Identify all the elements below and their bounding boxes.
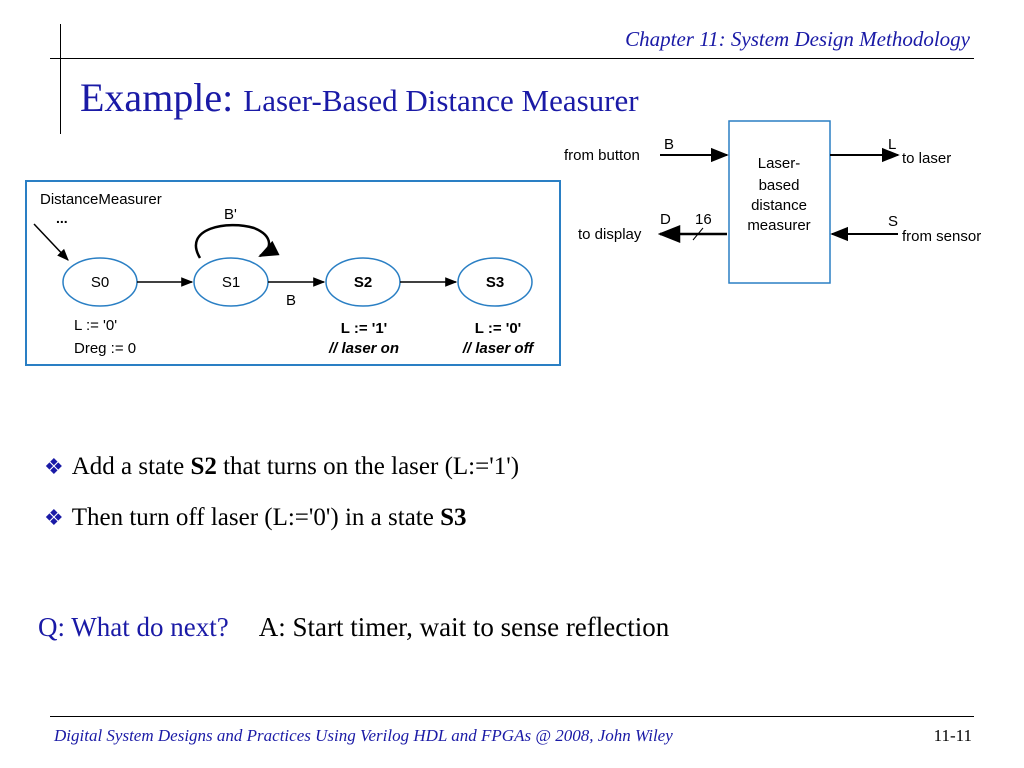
fsm-name: DistanceMeasurer [40, 191, 162, 208]
output-d-bus-tick [692, 227, 704, 241]
diamond-bullet-icon: ❖ [44, 454, 64, 479]
fsm-ellipsis: ... [56, 210, 68, 226]
bullet-item-2: ❖ Then turn off laser (L:='0') in a state… [44, 504, 467, 532]
s3-action-1: L := '0' [475, 320, 521, 337]
state-s0-label: S0 [91, 274, 109, 291]
header-rule [50, 58, 974, 59]
bullet-1-post: that turns on the laser (L:='1') [216, 453, 520, 480]
fsm-diagram: DistanceMeasurer ... S0 S1 S2 S3 B B' L … [25, 180, 561, 366]
state-s3 [457, 257, 533, 307]
self-loop-s1 [194, 223, 280, 259]
diamond-bullet-icon: ❖ [44, 505, 64, 530]
footer-rule [50, 716, 974, 717]
self-loop-label: B' [224, 206, 237, 223]
left-vertical-rule [60, 24, 61, 134]
bullet-1-bold: S2 [190, 453, 217, 480]
bullet-item-1: ❖ Add a state S2 that turns on the laser … [44, 453, 519, 481]
page-title: Example: Laser-Based Distance Measurer [80, 74, 639, 121]
bullet-2-pre: Then turn off laser (L:='0') in a state [71, 504, 441, 531]
question-text: Q: What do next? [38, 612, 229, 642]
box-label-line-2: based [759, 177, 800, 194]
output-d-port: D [660, 211, 671, 228]
bullet-2-bold: S3 [440, 504, 467, 531]
transition-b-label: B [286, 292, 296, 309]
input-b-port: B [664, 136, 674, 153]
title-sub: Laser-Based Distance Measurer [243, 83, 639, 118]
input-b-label: from button [564, 147, 640, 164]
page-number: 11-11 [933, 726, 972, 745]
box-label-line-3: distance [751, 197, 807, 214]
state-s3-label: S3 [486, 274, 504, 291]
output-l-port: L [888, 136, 896, 153]
answer-text: A: Start timer, wait to sense reflection [258, 612, 670, 642]
s0-action-1: L := '0' [74, 317, 117, 334]
input-s-label: from sensor [902, 228, 981, 245]
question-answer: Q: What do next? A: Start timer, wait to … [38, 612, 669, 643]
input-s-port: S [888, 213, 898, 230]
s2-action-2: // laser on [328, 340, 399, 357]
s0-action-2: Dreg := 0 [74, 340, 136, 357]
block-diagram: Laser- based distance measurer B from bu… [564, 120, 981, 284]
output-l-label: to laser [902, 150, 951, 167]
box-label-line-4: measurer [747, 217, 810, 234]
s3-action-2: // laser off [462, 340, 536, 357]
footer-citation: Digital System Designs and Practices Usi… [54, 726, 673, 745]
s2-action-1: L := '1' [341, 320, 387, 337]
title-main: Example: [80, 75, 244, 120]
bullet-1-pre: Add a state [71, 453, 191, 480]
measurer-box [728, 120, 831, 284]
output-d-width: 16 [695, 211, 712, 228]
chapter-heading: Chapter 11: System Design Methodology [625, 27, 970, 51]
box-label-line-1: Laser- [758, 155, 801, 172]
state-s1-label: S1 [222, 274, 240, 291]
output-d-label: to display [578, 226, 642, 243]
initial-arrow [33, 223, 69, 261]
state-s2-label: S2 [354, 274, 372, 291]
